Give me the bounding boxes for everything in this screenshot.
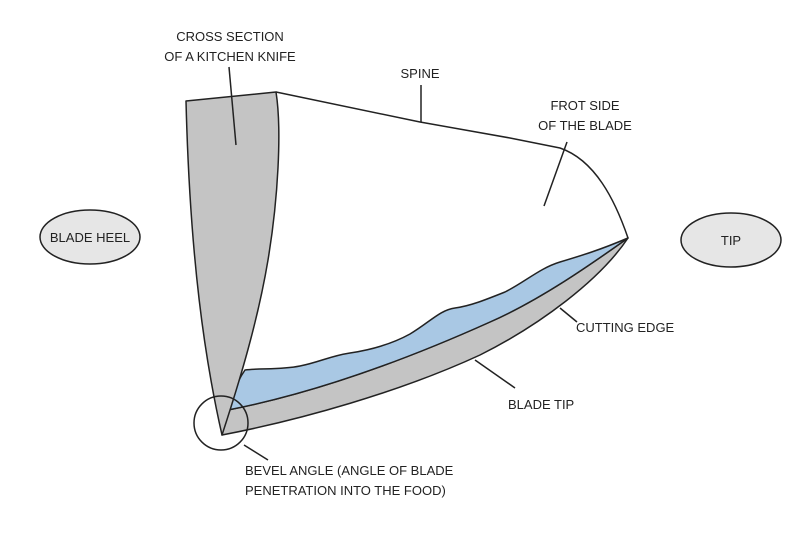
cross-section-label: OF A KITCHEN KNIFE: [164, 49, 296, 64]
tip-label: TIP: [721, 233, 741, 248]
blade-tip-label: BLADE TIP: [508, 397, 574, 412]
blade-heel-ellipse: [39, 209, 141, 265]
cross-section-leader: [228, 66, 237, 146]
cutting-edge-label: CUTTING EDGE: [576, 320, 675, 335]
cutting-edge-leader: [559, 307, 578, 323]
blade-heel-label: BLADE HEEL: [50, 230, 130, 245]
bevel-angle-label: BEVEL ANGLE (ANGLE OF BLADE: [245, 463, 454, 478]
cross-section-label: CROSS SECTION: [176, 29, 284, 44]
cross-section-shape: [185, 91, 280, 436]
spine-label: SPINE: [400, 66, 439, 81]
bevel-angle-label: PENETRATION INTO THE FOOD): [245, 483, 446, 498]
bevel-leader: [243, 444, 269, 461]
blade-outline: [275, 91, 629, 239]
bevel-angle-circle: [193, 395, 249, 451]
front-side-leader: [543, 141, 568, 207]
blade-tip-leader: [474, 359, 516, 389]
cutting-edge-area: [227, 237, 629, 411]
tip-ellipse: [680, 212, 782, 268]
front-side-label: FROT SIDE: [550, 98, 619, 113]
front-side-label: OF THE BLADE: [538, 118, 632, 133]
